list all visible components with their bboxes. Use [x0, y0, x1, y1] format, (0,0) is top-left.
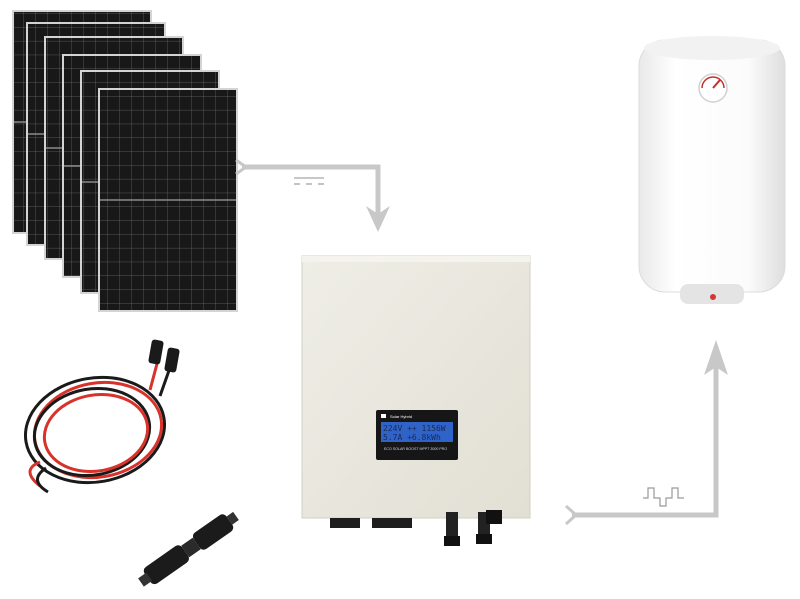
- dc-flow-arrow: [235, 158, 390, 232]
- solar-panels-stack: [12, 10, 238, 312]
- square-wave-icon: [643, 487, 684, 507]
- mc4-connector-pair: [138, 511, 239, 587]
- solar-cable-coil: [23, 339, 180, 494]
- inverter-connectors: [330, 510, 502, 546]
- lcd-line-2: 5.7A +6.8kWh: [383, 433, 441, 442]
- inverter-lcd-panel: Solar Hybrid 224V ++ 1156W 5.7A +6.8kWh …: [376, 410, 458, 460]
- brand-logo-icon: [381, 414, 386, 418]
- lcd-display: [381, 422, 453, 442]
- solar-inverter: Solar Hybrid 224V ++ 1156W 5.7A +6.8kWh …: [301, 255, 531, 546]
- solar-panel: [98, 88, 238, 312]
- water-heater: [638, 36, 786, 304]
- inverter-brand: Solar Hybrid: [390, 414, 412, 419]
- ac-flow-arrow: [564, 340, 728, 526]
- thermostat-dial-icon: [698, 73, 728, 103]
- inverter-footer: ECO SOLAR BOOST MPPT 3000 PRO: [384, 447, 447, 451]
- indicator-light-icon: [710, 294, 716, 300]
- mc4-connector-icon: [148, 339, 180, 373]
- dc-symbol-icon: [294, 177, 324, 185]
- lcd-line-1: 224V ++ 1156W: [383, 424, 446, 433]
